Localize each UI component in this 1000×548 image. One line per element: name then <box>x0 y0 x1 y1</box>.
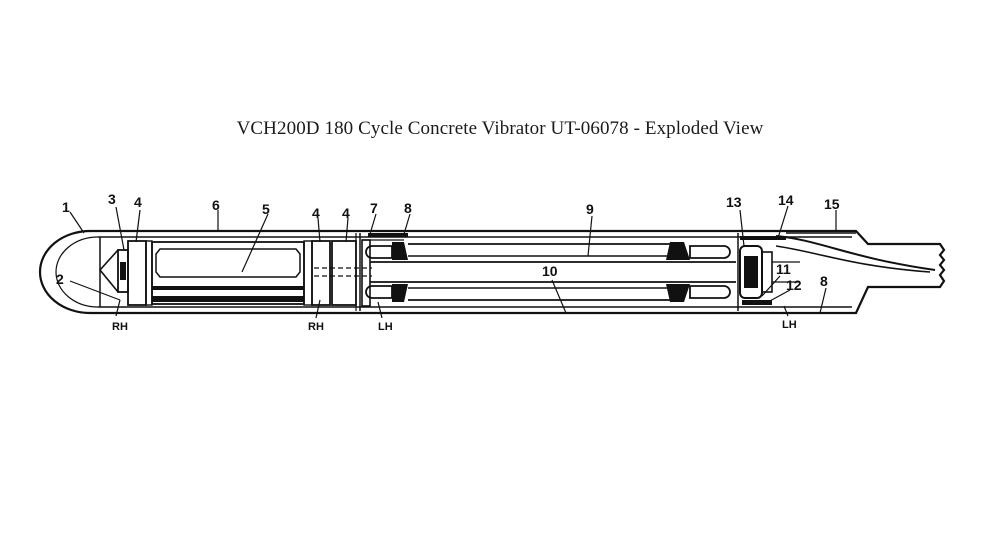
part-label: 7 <box>370 200 378 216</box>
part-label: 9 <box>586 201 594 217</box>
part-label: 12 <box>786 277 802 293</box>
part-label: 11 <box>776 261 791 277</box>
part-label: 2 <box>56 271 64 287</box>
cable-entry <box>775 232 936 273</box>
nose-tip <box>98 249 129 293</box>
part-label: 10 <box>542 263 558 279</box>
side-markers: RH RH LH LH <box>112 319 797 333</box>
part-label: 4 <box>134 194 142 210</box>
part-label: 6 <box>212 197 220 213</box>
side-marker: RH <box>308 321 324 333</box>
part-label: 4 <box>342 205 350 221</box>
part-label: 8 <box>820 273 828 289</box>
outer-housing <box>38 229 946 315</box>
rear-bearing <box>739 236 800 305</box>
part-label: 3 <box>108 191 116 207</box>
motor-rotor <box>127 240 372 306</box>
part-label: 8 <box>404 200 412 216</box>
part-label: 5 <box>262 201 270 217</box>
part-label: 14 <box>778 192 794 208</box>
side-marker: LH <box>378 321 393 333</box>
part-label: 15 <box>824 196 840 212</box>
part-label: 4 <box>312 205 320 221</box>
side-marker: RH <box>112 321 128 333</box>
side-marker: LH <box>782 319 797 331</box>
leader-lines <box>69 205 837 319</box>
part-label: 1 <box>62 199 70 215</box>
drive-shaft-assembly <box>361 233 736 307</box>
diagram-title: VCH200D 180 Cycle Concrete Vibrator UT-0… <box>236 118 764 139</box>
part-label: 13 <box>726 194 742 210</box>
